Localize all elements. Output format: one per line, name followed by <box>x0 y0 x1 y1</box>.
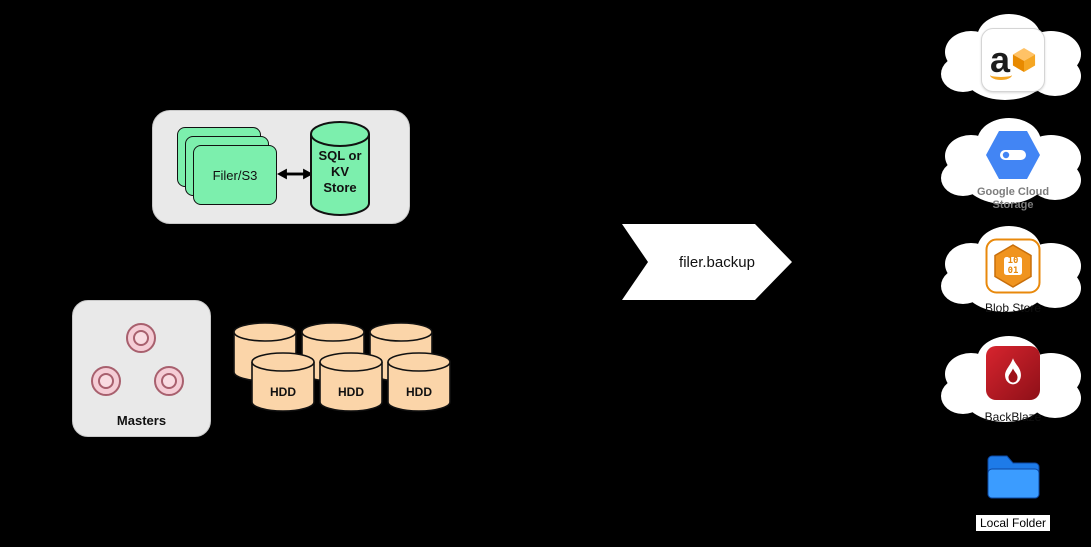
backblaze-label: BackBlaze <box>984 410 1042 424</box>
hdd-cylinder-icon: HDD <box>318 352 384 414</box>
master-node-icon <box>91 366 121 396</box>
master-node-icon <box>154 366 184 396</box>
target-aws-s3: a <box>935 8 1091 108</box>
target-backblaze: BackBlaze <box>935 330 1091 430</box>
volume-servers-group: HDD HDD HDD <box>232 322 454 418</box>
aws-s3-icon: a <box>981 28 1045 92</box>
filer-card-front: Filer/S3 <box>193 145 277 205</box>
hdd-cylinder-icon: HDD <box>386 352 452 414</box>
local-folder-label: Local Folder <box>975 515 1051 531</box>
hdd-cylinder-icon: HDD <box>250 352 316 414</box>
target-google-cloud-storage: Google Cloud Storage <box>935 112 1091 212</box>
flame-icon <box>1005 358 1021 385</box>
blob-store-icon <box>985 238 1041 294</box>
double-arrow-icon <box>277 168 313 180</box>
master-node-icon <box>126 323 156 353</box>
blob-binary-digits: 10 01 <box>1007 255 1019 276</box>
google-cloud-storage-label: Google Cloud Storage <box>976 186 1050 212</box>
filer-label: Filer/S3 <box>212 167 258 183</box>
masters-group: Masters <box>72 300 211 437</box>
blob-store-label: Blob Store <box>984 301 1042 315</box>
sql-kv-store-cylinder: SQL or KV Store <box>309 121 371 217</box>
hdd-label: HDD <box>406 385 432 399</box>
aws-cube-icon <box>1012 48 1036 72</box>
chevron-banner-icon <box>622 224 792 300</box>
filer-backup-label: filer.backup <box>679 253 755 271</box>
masters-label: Masters <box>116 413 167 428</box>
filer-store-group: Filer/S3 SQL or KV Store <box>152 110 410 224</box>
backblaze-icon <box>986 346 1040 400</box>
local-folder-label-row: Local Folder <box>935 514 1091 532</box>
amazon-a-letter: a <box>989 39 1013 80</box>
target-blob-store: 10 01 Blob Store <box>935 220 1091 320</box>
target-local-folder: Local Folder <box>935 448 1091 540</box>
sql-kv-store-label: SQL or KV Store <box>318 147 362 196</box>
google-cloud-storage-icon <box>986 131 1040 179</box>
folder-icon <box>987 455 1040 499</box>
cylinder-icon <box>310 121 370 216</box>
hdd-label: HDD <box>338 385 364 399</box>
filer-backup-arrow: filer.backup <box>622 224 792 300</box>
hdd-label: HDD <box>270 385 296 399</box>
